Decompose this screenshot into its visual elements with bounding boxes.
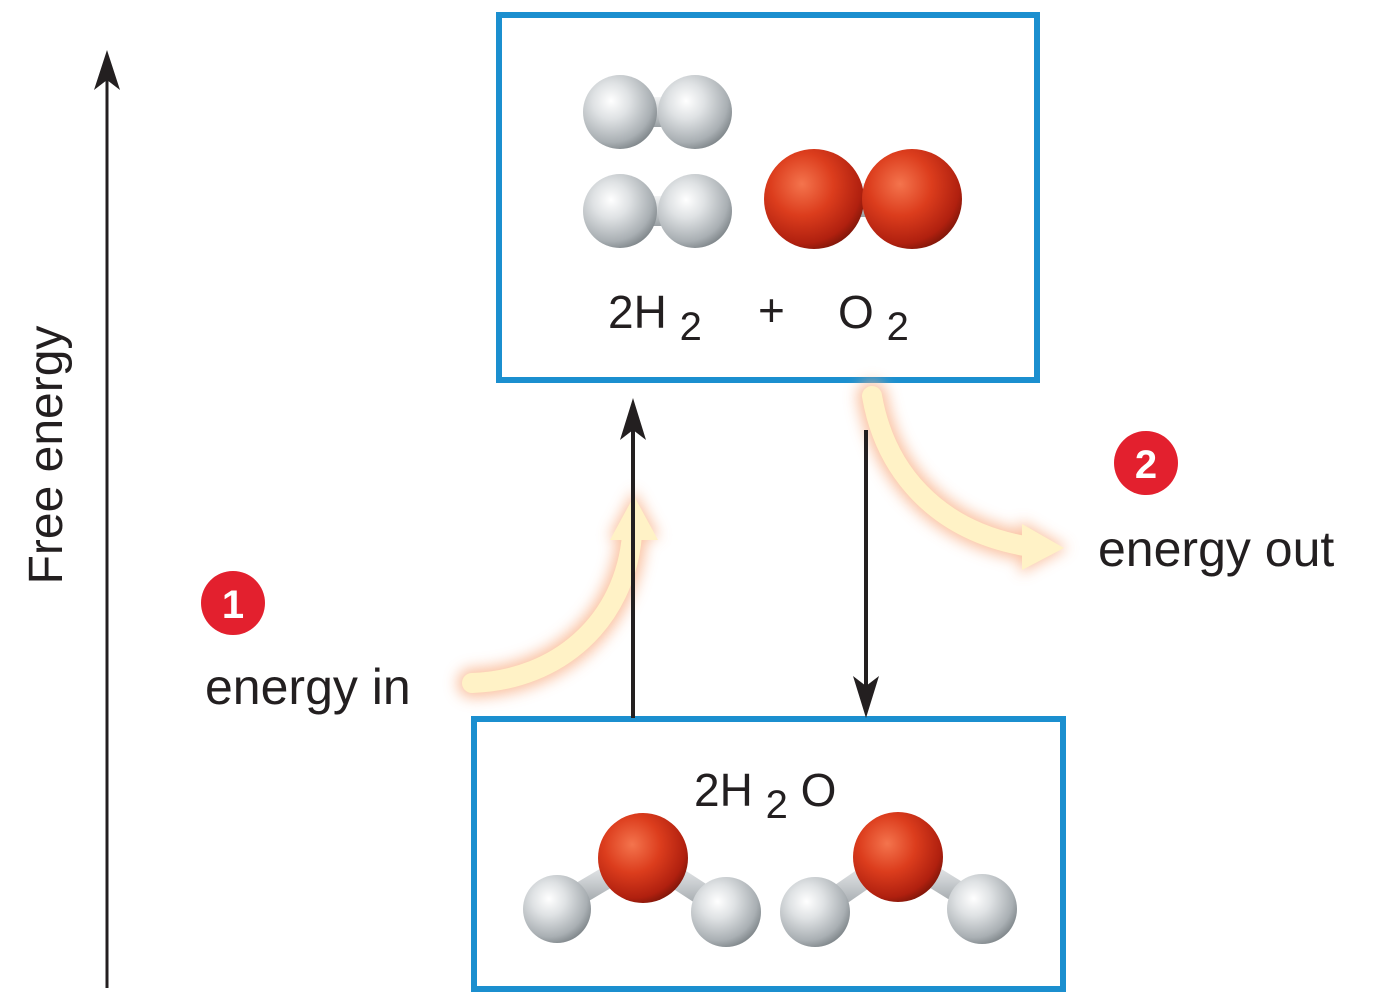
hydrogen-molecule [583,174,732,248]
h2o-subscript: 2 [766,783,788,827]
energy-out-label: energy out [1098,521,1334,577]
water-molecule [523,813,761,947]
o2-subscript: 2 [887,305,909,349]
step-1-number: 1 [222,583,244,627]
oxygen-molecule [764,149,962,249]
step-1-badge: 1 [201,571,265,635]
h2-formula: 2H [608,286,667,338]
product-formula: 2H 2 O [694,764,836,828]
hydrogen-molecule [583,75,732,149]
product-box [471,716,1066,992]
free-energy-axis [94,50,120,988]
h2o-suffix: O [801,764,837,816]
upward-arrow [620,398,646,718]
step-2-number: 2 [1135,443,1157,487]
water-molecule [780,812,1017,947]
energy-in-label: energy in [205,659,411,715]
reactants-formula: 2H 2 + O 2 [608,284,909,350]
downward-arrow [853,430,879,718]
h2-subscript: 2 [680,305,702,349]
free-energy-axis-label: Free energy [20,326,73,585]
h2o-prefix: 2H [694,764,753,816]
energy-out-arrow [857,381,1068,574]
step-2-badge: 2 [1114,431,1178,495]
o2-formula: O [838,286,874,338]
plus-sign: + [758,284,785,336]
